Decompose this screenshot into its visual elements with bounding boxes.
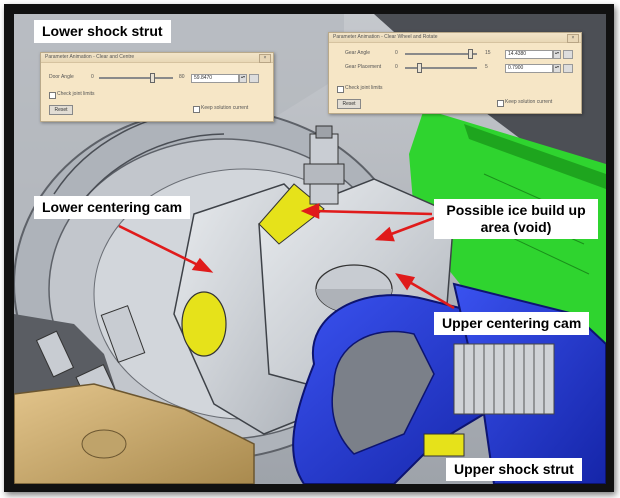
door-angle-options-button[interactable] (249, 74, 259, 83)
dialog-left-title: Parameter Animation - Clear and Centre (45, 54, 135, 60)
left-keep-solution-checkbox[interactable] (193, 106, 200, 113)
door-angle-slider-thumb[interactable] (150, 73, 156, 83)
gear-angle-slider-thumb[interactable] (467, 49, 473, 59)
cad-viewport[interactable]: Parameter Animation - Clear and Centre ×… (14, 14, 606, 484)
door-angle-spinner[interactable]: ▴▾ (239, 74, 247, 83)
gear-placement-label: Gear Placement (345, 64, 382, 70)
gear-angle-slider[interactable] (405, 53, 477, 55)
lower-cam-void (181, 291, 227, 357)
right-keep-solution-label: Keep solution current (505, 99, 553, 105)
parameter-dialog-right: Parameter Animation - Clear Wheel and Ro… (328, 32, 582, 114)
label-upper-shock-strut: Upper shock strut (446, 458, 582, 481)
image-frame: Parameter Animation - Clear and Centre ×… (4, 4, 614, 492)
gear-angle-spinner[interactable]: ▴▾ (553, 50, 561, 59)
arrow-lower-cam (118, 224, 203, 269)
arrow-upper-cam (405, 278, 455, 310)
ice-void-area (258, 183, 325, 245)
gear-angle-min: 0 (395, 50, 398, 56)
label-upper-centering-cam: Upper centering cam (434, 312, 590, 335)
gear-angle-value-field[interactable]: 14.4380 (505, 50, 553, 59)
gear-placement-value-field[interactable]: 0.7900 (505, 64, 553, 73)
door-angle-value-field[interactable]: 59.8470 (191, 74, 239, 83)
label-lower-centering-cam: Lower centering cam (34, 196, 191, 219)
gear-placement-slider-thumb[interactable] (417, 63, 423, 73)
gear-angle-max: 15 (485, 50, 491, 56)
door-angle-min: 0 (91, 74, 94, 80)
left-keep-solution-label: Keep solution current (201, 105, 249, 111)
dialog-left-close-icon[interactable]: × (259, 54, 271, 63)
left-check-joint-limits-checkbox[interactable] (49, 92, 56, 99)
parameter-dialog-left: Parameter Animation - Clear and Centre ×… (40, 52, 274, 122)
gear-placement-max: 5 (485, 64, 488, 70)
lower-shock-strut-body (14, 383, 255, 484)
gear-angle-label: Gear Angle (345, 50, 371, 56)
gear-placement-options-button[interactable] (563, 64, 573, 73)
gear-placement-spinner[interactable]: ▴▾ (553, 64, 561, 73)
dialog-right-close-icon[interactable]: × (567, 34, 579, 43)
door-angle-max: 80 (179, 74, 185, 80)
callout-arrows (118, 203, 455, 310)
dialog-right-title: Parameter Animation - Clear Wheel and Ro… (333, 34, 438, 40)
arrow-void-left (313, 209, 433, 216)
door-angle-label: Door Angle (49, 74, 74, 80)
door-angle-slider[interactable] (99, 77, 173, 79)
dialog-left-titlebar[interactable]: Parameter Animation - Clear and Centre × (41, 53, 273, 63)
left-reset-button[interactable]: Reset (49, 105, 73, 115)
label-lower-shock-strut: Lower shock strut (34, 20, 171, 43)
right-check-joint-limits-label: Check joint limits (345, 85, 383, 91)
right-reset-button[interactable]: Reset (337, 99, 361, 109)
label-possible-ice-build-up: Possible ice build up area (void) (434, 199, 598, 239)
left-check-joint-limits-label: Check joint limits (57, 91, 95, 97)
right-keep-solution-checkbox[interactable] (497, 100, 504, 107)
gear-placement-min: 0 (395, 64, 398, 70)
gear-angle-options-button[interactable] (563, 50, 573, 59)
gear-placement-slider[interactable] (405, 67, 477, 69)
dialog-right-titlebar[interactable]: Parameter Animation - Clear Wheel and Ro… (329, 33, 581, 43)
arrow-void-right (385, 216, 435, 238)
right-check-joint-limits-checkbox[interactable] (337, 86, 344, 93)
